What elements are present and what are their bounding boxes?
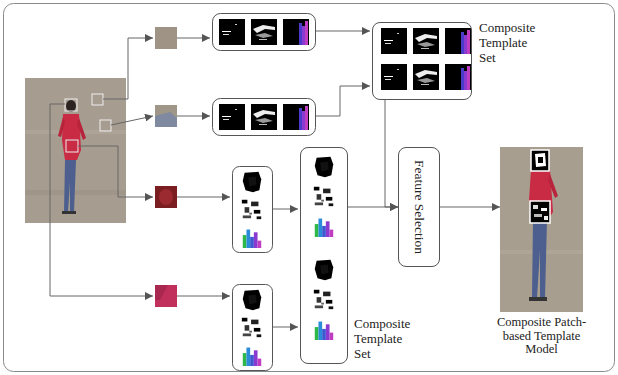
template-set-column: Composite Template Set	[300, 147, 348, 364]
source-photo	[25, 78, 126, 223]
template-model: Composite Patch-based Template Model	[500, 147, 583, 312]
patch-leader-lines	[50, 31, 370, 327]
set-heading: Composite Template Set	[354, 316, 416, 361]
process-label: Feature Selection	[412, 160, 427, 254]
feature-selection-box: Feature Selection	[398, 147, 440, 267]
image-patches	[155, 27, 177, 307]
flow-arrow	[348, 207, 398, 208]
model-caption: Composite Patch-based Template Model	[495, 316, 588, 357]
flow-arrow	[385, 100, 398, 207]
model-photo	[500, 147, 583, 312]
template-set-box: Composite Template Set	[372, 22, 472, 100]
feature-maps	[213, 14, 472, 371]
flow-arrow	[440, 207, 500, 208]
outer-frame	[4, 4, 615, 372]
set-heading: Composite Template Set	[479, 20, 541, 65]
